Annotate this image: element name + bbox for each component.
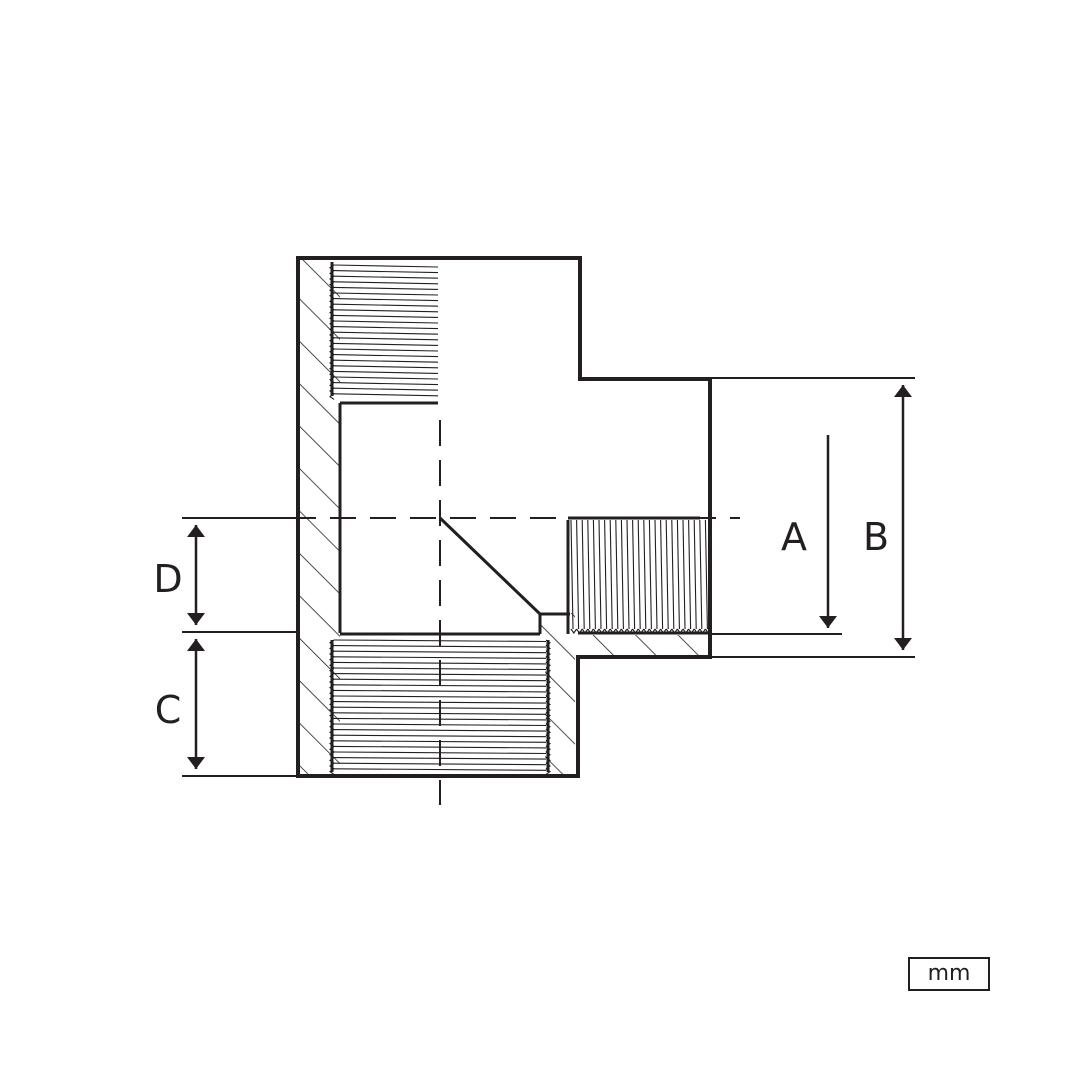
thread-top-left (329, 264, 439, 400)
dimension-arrows (187, 385, 912, 769)
extension-lines (182, 377, 915, 777)
dimension-label-b: B (863, 515, 889, 559)
thread-right (570, 519, 712, 634)
dimension-label-a: A (781, 515, 807, 559)
dimension-label-c: C (155, 688, 182, 732)
unit-label: mm (908, 957, 990, 991)
center-lines (290, 420, 740, 805)
dimension-label-d: D (153, 557, 182, 601)
